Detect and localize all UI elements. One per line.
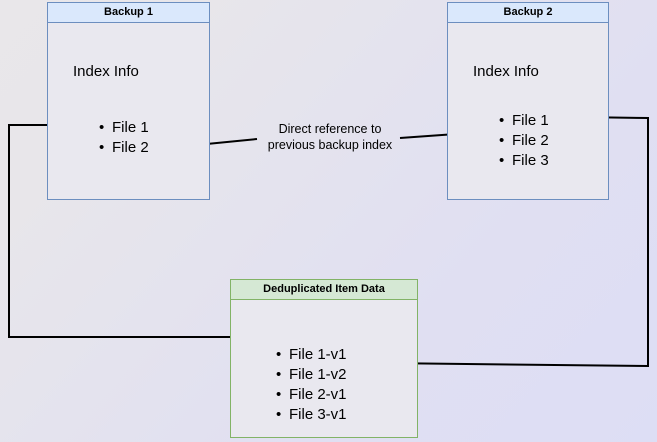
list-item: File 1-v2 [276, 365, 346, 385]
node-backup-1[interactable]: Backup 1 Index Info File 1 File 2 [47, 2, 210, 200]
node-deduplicated-item-data-item-list: File 1-v1 File 1-v2 File 2-v1 File 3-v1 [273, 345, 346, 425]
node-backup-1-item-list: File 1 File 2 [96, 118, 149, 158]
list-item: File 3 [499, 151, 549, 171]
list-item: File 1 [99, 118, 149, 138]
node-deduplicated-item-data-header: Deduplicated Item Data [231, 280, 417, 300]
edge-label-direct-reference: Direct reference to previous backup inde… [267, 122, 393, 152]
node-deduplicated-item-data-body: File 1-v1 File 1-v2 File 2-v1 File 3-v1 [231, 300, 417, 437]
node-backup-2[interactable]: Backup 2 Index Info File 1 File 2 File 3 [447, 2, 609, 200]
list-item: File 2 [499, 131, 549, 151]
list-item: File 2 [99, 138, 149, 158]
list-item: File 1-v1 [276, 345, 346, 365]
node-backup-1-body: Index Info File 1 File 2 [48, 23, 209, 199]
node-deduplicated-item-data[interactable]: Deduplicated Item Data File 1-v1 File 1-… [230, 279, 418, 438]
list-item: File 1 [499, 111, 549, 131]
node-backup-1-subtitle: Index Info [73, 63, 139, 80]
list-item: File 3-v1 [276, 405, 346, 425]
node-backup-2-header: Backup 2 [448, 3, 608, 23]
node-backup-2-body: Index Info File 1 File 2 File 3 [448, 23, 608, 199]
node-backup-2-item-list: File 1 File 2 File 3 [496, 111, 549, 171]
list-item: File 2-v1 [276, 385, 346, 405]
node-backup-1-header: Backup 1 [48, 3, 209, 23]
node-backup-2-subtitle: Index Info [473, 63, 539, 80]
